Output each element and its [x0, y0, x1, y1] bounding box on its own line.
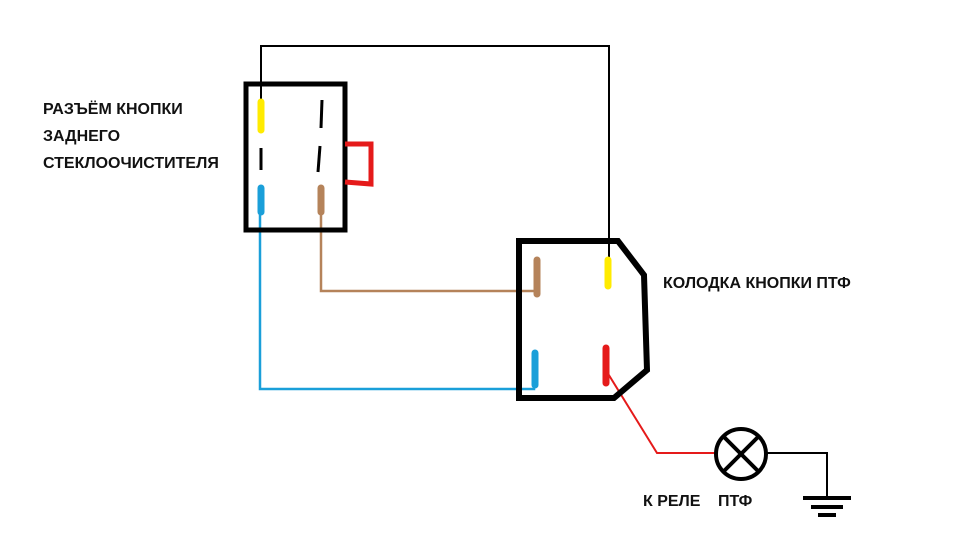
- rear-wiper-connector-label-line-1: РАЗЪЁМ КНОПКИ: [43, 101, 183, 118]
- black-wire: [260, 45, 610, 262]
- red-jumper: [344, 141, 374, 187]
- ground-wire: [766, 452, 828, 496]
- rear-wiper-connector-label-line-2: ЗАДНЕГО: [43, 128, 121, 145]
- fog-light-block-body: [516, 238, 651, 401]
- fog-light-block-label: КОЛОДКА КНОПКИ ПТФ: [663, 275, 851, 292]
- lamp-icon: [714, 427, 768, 481]
- red-wire: [606, 371, 716, 454]
- rear-wiper-connector-label-line-3: СТЕКЛООЧИСТИТЕЛЯ: [43, 155, 219, 172]
- brown-wire: [319, 200, 537, 293]
- to-relay-label: К РЕЛЕ: [643, 493, 701, 510]
- ground-icon: [803, 496, 851, 517]
- fog-lights-label: ПТФ: [718, 493, 753, 510]
- rear-wiper-connector-body: [243, 81, 348, 233]
- connector-slot-dash-right: [316, 145, 322, 173]
- connector-slot-dash-top-right: [319, 99, 324, 129]
